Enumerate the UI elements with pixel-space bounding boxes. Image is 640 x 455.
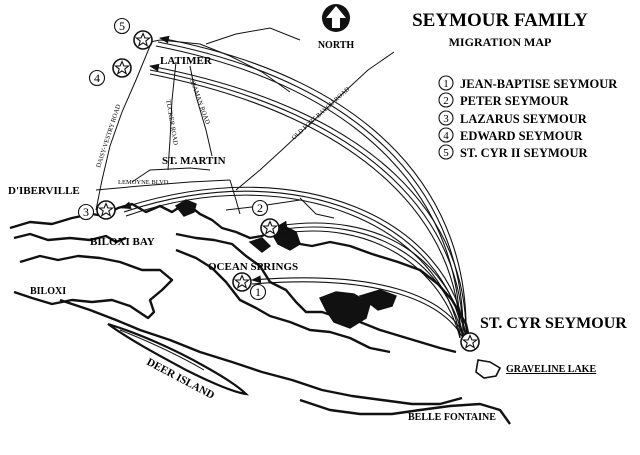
marker-numbers: 5 4 3 2 1 bbox=[77, 17, 269, 301]
label-st-martin: ST. MARTIN bbox=[162, 155, 226, 167]
legend-label: JEAN-BAPTISE SEYMOUR bbox=[460, 77, 618, 91]
graveline-lake-shape bbox=[475, 359, 502, 379]
label-belle-fontaine: BELLE FONTAINE bbox=[408, 412, 496, 423]
north-arrow-icon bbox=[322, 4, 350, 32]
coastline bbox=[9, 201, 511, 425]
label-latimer: LATIMER bbox=[160, 55, 213, 67]
marker-1 bbox=[232, 272, 252, 292]
label-biloxi: BILOXI bbox=[30, 286, 66, 297]
svg-text:2: 2 bbox=[443, 95, 449, 107]
marker-3 bbox=[96, 200, 116, 220]
label-lemoyne: LEMOYNE BLVD. bbox=[118, 179, 170, 186]
marker-5 bbox=[133, 30, 153, 50]
legend: 1 JEAN-BAPTISE SEYMOUR 2 PETER SEYMOUR 3… bbox=[438, 75, 618, 160]
label-diberville: D'IBERVILLE bbox=[8, 185, 80, 197]
deer-island-shape bbox=[107, 322, 250, 396]
legend-item-2: 2 PETER SEYMOUR bbox=[438, 92, 570, 108]
legend-item-1: 1 JEAN-BAPTISE SEYMOUR bbox=[438, 75, 618, 91]
legend-item-4: 4 EDWARD SEYMOUR bbox=[438, 127, 584, 143]
marker-5-num: 5 bbox=[119, 19, 125, 33]
svg-text:3: 3 bbox=[443, 113, 449, 125]
label-ocean-springs: OCEAN SPRINGS bbox=[208, 261, 298, 273]
svg-text:4: 4 bbox=[443, 130, 449, 142]
label-daisy-vestry: DAISY-VESTRY ROAD bbox=[95, 103, 122, 168]
legend-item-3: 3 LAZARUS SEYMOUR bbox=[438, 110, 588, 126]
marker-4-num: 4 bbox=[94, 71, 100, 85]
migration-arrows bbox=[121, 35, 467, 339]
marker-2-num: 2 bbox=[257, 201, 263, 215]
marker-2 bbox=[260, 218, 280, 238]
marker-1-num: 1 bbox=[255, 285, 261, 299]
legend-label: LAZARUS SEYMOUR bbox=[460, 112, 588, 126]
svg-text:1: 1 bbox=[443, 78, 449, 90]
legend-label: PETER SEYMOUR bbox=[460, 94, 570, 108]
marker-4 bbox=[112, 58, 132, 78]
north-label: NORTH bbox=[318, 40, 355, 51]
legend-label: ST. CYR II SEYMOUR bbox=[460, 146, 589, 160]
place-labels: LATIMER ST. MARTIN D'IBERVILLE BILOXI BA… bbox=[8, 55, 627, 423]
marker-origin bbox=[460, 332, 480, 352]
label-origin: ST. CYR SEYMOUR bbox=[480, 315, 627, 332]
legend-label: EDWARD SEYMOUR bbox=[460, 129, 584, 143]
map-subtitle: MIGRATION MAP bbox=[449, 35, 552, 49]
marker-3-num: 3 bbox=[83, 205, 89, 219]
map-title: SEYMOUR FAMILY bbox=[412, 10, 588, 31]
label-biloxi-bay: BILOXI BAY bbox=[90, 236, 155, 248]
svg-text:5: 5 bbox=[443, 147, 449, 159]
legend-item-5: 5 ST. CYR II SEYMOUR bbox=[438, 144, 589, 160]
label-graveline-lake: GRAVELINE LAKE bbox=[506, 364, 596, 375]
label-tucker: TUCKER ROAD bbox=[164, 99, 179, 146]
